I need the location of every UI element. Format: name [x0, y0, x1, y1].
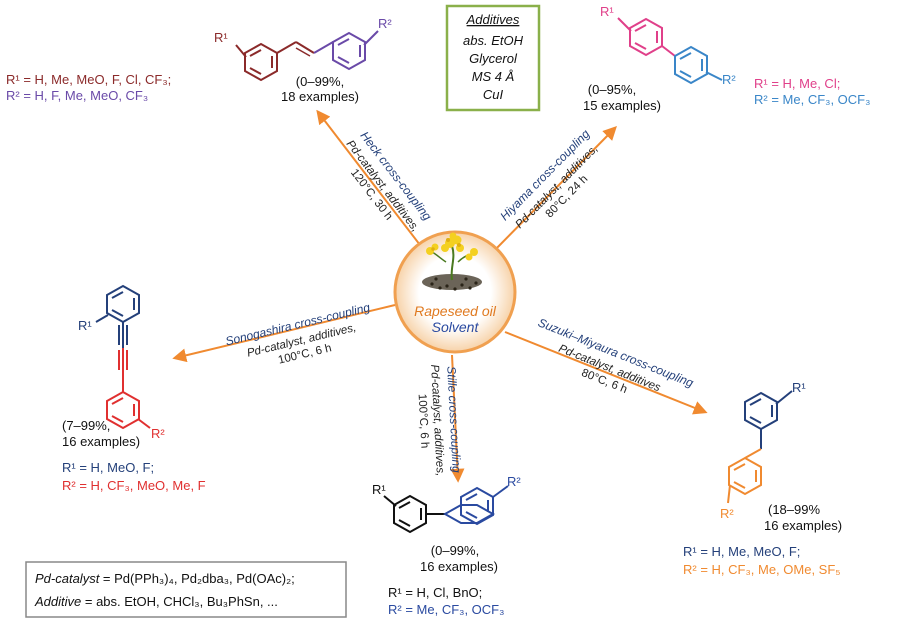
sonogashira-arrow: [172, 304, 396, 363]
stille-product-structure: R¹ R²: [372, 474, 521, 534]
additive-item: Glycerol: [469, 51, 518, 66]
additive-item: abs. EtOH: [463, 33, 524, 48]
footnote-additive-label: Additive: [34, 594, 81, 609]
footnote-pd-label: Pd-catalyst: [35, 571, 101, 586]
additive-item: MS 4 Å: [472, 69, 515, 84]
suzuki-r2-label: R²: [720, 506, 734, 521]
sonogashira-r1-label: R¹: [78, 318, 92, 333]
suzuki-arrow: [504, 331, 708, 415]
hiyama-arrow-labels: Hiyama cross-coupling Pd-catalyst, addit…: [497, 127, 600, 231]
footnote-line1: Pd-catalyst = Pd(PPh₃)₄, Pd₂dba₃, Pd(OAc…: [35, 571, 295, 586]
sonogashira-yield: (7–99%,: [62, 418, 110, 433]
heck-r2-label: R²: [378, 16, 392, 31]
heck-product-structure: R¹ R²: [214, 16, 392, 82]
heck-r2-definition: R² = H, F, Me, MeO, CF₃: [6, 88, 148, 103]
footnote-pd-values: = Pd(PPh₃)₄, Pd₂dba₃, Pd(OAc)₂;: [99, 571, 294, 586]
hiyama-examples: 15 examples): [583, 98, 661, 113]
heck-arrow-labels: Heck cross-coupling Pd-catalyst, additiv…: [344, 129, 435, 234]
suzuki-r1-definition: R¹ = H, Me, MeO, F;: [683, 544, 800, 559]
suzuki-yield: (18–99%: [768, 502, 820, 517]
heck-arrow: [316, 109, 431, 259]
center-solvent: Rapeseed oil Solvent: [393, 230, 517, 354]
footnote-line2: Additive = abs. EtOH, CHCl₃, Bu₃PhSn, ..…: [34, 594, 278, 609]
hiyama-r2-label: R²: [722, 72, 736, 87]
stille-yield: (0–99%,: [431, 543, 479, 558]
suzuki-examples: 16 examples): [764, 518, 842, 533]
stille-condition: Pd-catalyst, additives,: [428, 364, 446, 476]
heck-r1-definition: R¹ = H, Me, MeO, F, Cl, CF₃;: [6, 72, 171, 87]
hiyama-name: Hiyama cross-coupling: [497, 127, 592, 224]
stille-arrow-labels: Stille cross-coupling Pd-catalyst, addit…: [416, 364, 464, 476]
sonogashira-r2-label: R²: [151, 426, 165, 441]
heck-examples: 18 examples): [281, 89, 359, 104]
heck-r1-label: R¹: [214, 30, 228, 45]
stille-examples: 16 examples): [420, 559, 498, 574]
hiyama-r1-definition: R¹ = H, Me, Cl;: [754, 76, 840, 91]
reaction-arrows: [172, 109, 708, 483]
suzuki-arrow-labels: Suzuki–Miyaura cross-coupling Pd-catalys…: [536, 315, 696, 396]
footnote-box: Pd-catalyst = Pd(PPh₃)₄, Pd₂dba₃, Pd(OAc…: [25, 561, 347, 618]
sonogashira-r1-definition: R¹ = H, MeO, F;: [62, 460, 154, 475]
stille-r2-label: R²: [507, 474, 521, 489]
footnote-additive-values: = abs. EtOH, CHCl₃, Bu₃PhSn, ...: [81, 594, 278, 609]
sonogashira-arrow-labels: Sonogashira cross-coupling Pd-catalyst, …: [224, 300, 372, 367]
hiyama-r1-label: R¹: [600, 4, 614, 19]
hiyama-yield: (0–95%,: [588, 82, 636, 97]
additives-box: Additives abs. EtOH Glycerol MS 4 Å CuI: [445, 4, 541, 112]
stille-arrow: [450, 354, 465, 483]
additives-title: Additives: [466, 12, 520, 27]
suzuki-product-structure: R¹ R²: [720, 380, 806, 521]
center-label-solvent: Solvent: [432, 319, 480, 335]
hiyama-product-structure: R¹ R²: [600, 4, 736, 87]
suzuki-r2-definition: R² = H, CF₃, Me, OMe, SF₅: [683, 562, 841, 577]
suzuki-r1-label: R¹: [792, 380, 806, 395]
stille-r2-definition: R² = Me, CF₃, OCF₃: [388, 602, 504, 617]
heck-yield: (0–99%,: [296, 74, 344, 89]
hiyama-r2-definition: R² = Me, CF₃, OCF₃: [754, 92, 870, 107]
stille-name: Stille cross-coupling: [444, 366, 464, 474]
sonogashira-r2-definition: R² = H, CF₃, MeO, Me, F: [62, 478, 206, 493]
sonogashira-product-structure: R¹ R²: [78, 284, 165, 441]
additive-item: CuI: [483, 87, 504, 102]
stille-condition: 100°C, 6 h: [416, 394, 431, 449]
sonogashira-examples: 16 examples): [62, 434, 140, 449]
stille-r1-label: R¹: [372, 482, 386, 497]
stille-r1-definition: R¹ = H, Cl, BnO;: [388, 585, 482, 600]
hiyama-arrow: [489, 126, 617, 256]
center-label-oil: Rapeseed oil: [414, 303, 497, 319]
